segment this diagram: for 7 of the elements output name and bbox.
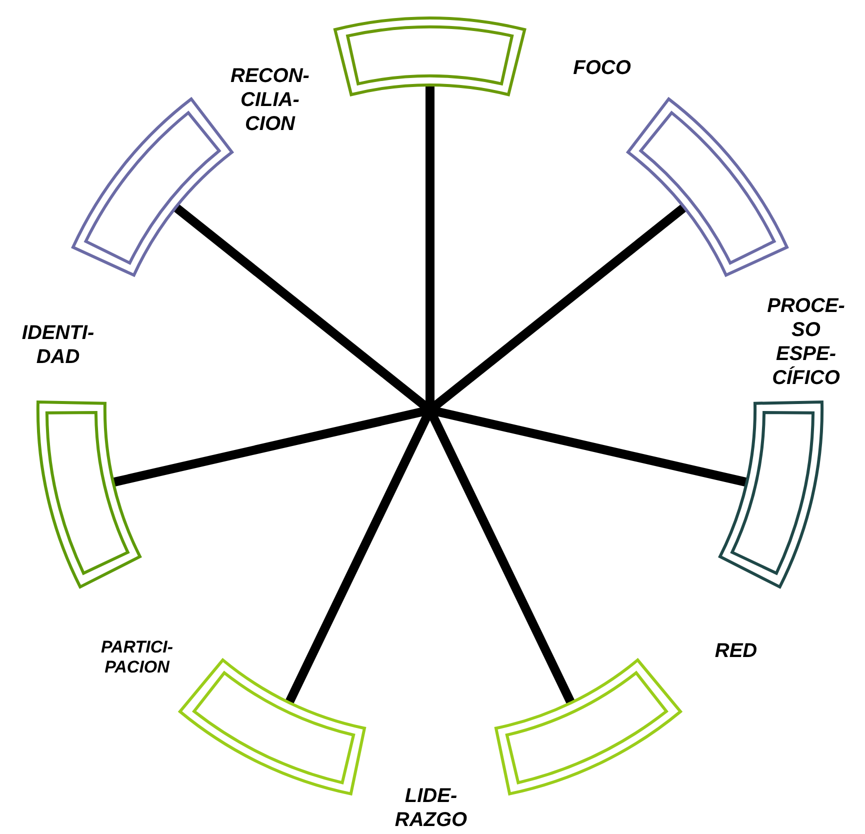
segment-label: PROCE- SO ESPE- CÍFICO [767, 294, 845, 390]
segment-label: PARTICI- PACION [100, 638, 174, 678]
segment-label: IDENTI- DAD [22, 321, 94, 369]
segment-label: LIDE- RAZGO [394, 784, 468, 832]
segment-label: RECON- CILIA- CION [230, 64, 310, 136]
segment-label: RED [714, 639, 758, 663]
segment-label: FOCO [573, 56, 631, 80]
